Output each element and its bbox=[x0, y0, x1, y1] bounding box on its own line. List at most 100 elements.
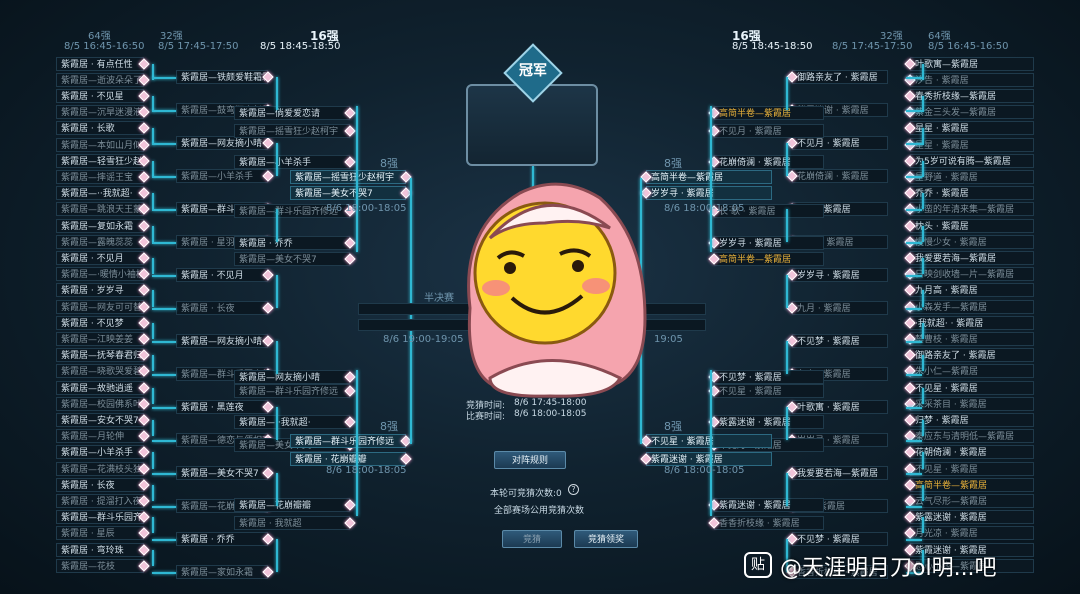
left-r64-slot[interactable]: 紫霞居 · 提溜打入夜 bbox=[56, 494, 144, 508]
left-r8-slot[interactable]: 紫霞居—群斗乐园齐修远 bbox=[290, 434, 406, 448]
right-r16-slot[interactable]: 岁岁寻 · 紫霞居 bbox=[714, 236, 824, 250]
right-r64-slot[interactable]: 不见星 · 紫霞居 bbox=[910, 462, 1034, 476]
left-r64-slot[interactable]: 紫霞居—本如山月似的 bbox=[56, 138, 144, 152]
right-r64-slot[interactable]: 慢慢少女 · 紫霞居 bbox=[910, 235, 1034, 249]
right-r16-slot[interactable]: 紫露迷谢 · 紫霞居 bbox=[714, 415, 824, 429]
left-r8-slot[interactable]: 紫霞居—摇雪狂少赵柯宇 bbox=[290, 170, 406, 184]
left-r64-slot[interactable]: 紫霞居 · 弯玲珠 bbox=[56, 543, 144, 557]
right-r64-slot[interactable]: 星星 · 紫霞居 bbox=[910, 138, 1034, 152]
left-r16-slot[interactable]: 紫霞居—··我就超· bbox=[234, 415, 350, 429]
right-r16-slot[interactable]: 高简半卷—紫霞居 bbox=[714, 252, 824, 266]
right-r64-slot[interactable]: 慰心小缘—紫霞居 bbox=[910, 559, 1034, 573]
right-r16-slot[interactable]: 紫霞迷谢 · 紫霞居 bbox=[714, 498, 824, 512]
right-r64-slot[interactable]: 月光凉 · 紫霞居 bbox=[910, 526, 1034, 540]
left-r32-slot[interactable]: 紫霞居—小羊杀手 bbox=[176, 169, 268, 183]
right-r64-slot[interactable]: 御路亲友了 · 紫霞居 bbox=[910, 348, 1034, 362]
right-r32-slot[interactable]: 我爱要若海—紫霞居 bbox=[792, 466, 888, 480]
left-r64-slot[interactable]: 紫霞居—露魄蕊蕊 bbox=[56, 235, 144, 249]
right-r64-slot[interactable]: ·我就超· · 紫霞居 bbox=[910, 316, 1034, 330]
left-r64-slot[interactable]: 紫霞居—抚琴春君归 bbox=[56, 348, 144, 362]
left-r64-slot[interactable]: 紫霞居—校园佛系叶雅荟 bbox=[56, 397, 144, 411]
right-r64-slot[interactable]: 我爱要若海—紫霞居 bbox=[910, 251, 1034, 265]
left-r64-slot[interactable]: 紫霞居—江映姜姜 bbox=[56, 332, 144, 346]
left-r64-slot[interactable]: 紫霞居—··我就超· bbox=[56, 186, 144, 200]
right-r64-slot[interactable]: 为5岁可说有腾—紫霞居 bbox=[910, 154, 1034, 168]
left-r16-slot[interactable]: 紫霞居—小羊杀手 bbox=[234, 155, 350, 169]
right-r64-slot[interactable]: 乔乔 · 紫霞居 bbox=[910, 186, 1034, 200]
right-r64-slot[interactable]: 采采茶目 · 紫霞居 bbox=[910, 397, 1034, 411]
right-r64-slot[interactable]: 紫金三头发—紫霞居 bbox=[910, 105, 1034, 119]
left-r32-slot[interactable]: 紫霞居—网友摘小晴 bbox=[176, 334, 268, 348]
right-r32-slot[interactable]: 御路亲友了 · 紫霞居 bbox=[792, 70, 888, 84]
right-r64-slot[interactable]: 春秀折枝缘—紫霞居 bbox=[910, 89, 1034, 103]
right-r16-slot[interactable]: 香香折枝缘 · 紫霞居 bbox=[714, 516, 824, 530]
left-r64-slot[interactable]: 紫霞居—跳浪天王蒙晴吧 bbox=[56, 202, 144, 216]
right-r64-slot[interactable]: 枕头 · 紫霞居 bbox=[910, 219, 1034, 233]
left-r8-slot[interactable]: 紫霞居 · 花崩瓣瓣 bbox=[290, 452, 406, 466]
left-r32-slot[interactable]: 紫霞居—铁颇爱鞋霜霜霜 bbox=[176, 70, 268, 84]
right-r32-slot[interactable]: 不见月 · 紫霞居 bbox=[792, 136, 888, 150]
left-r32-slot[interactable]: 紫霞居 · 不见月 bbox=[176, 268, 268, 282]
left-r16-slot[interactable]: 紫霞居 · 乔乔 bbox=[234, 236, 350, 250]
right-r16-slot[interactable]: 不见梦 · 紫霞居 bbox=[714, 370, 824, 384]
right-r64-slot[interactable]: 日映剑收墙—片—紫霞居 bbox=[910, 267, 1034, 281]
left-r64-slot[interactable]: 紫霞居 · 长夜 bbox=[56, 478, 144, 492]
left-r64-slot[interactable]: 紫霞居 · 岁岁寻 bbox=[56, 283, 144, 297]
left-r64-slot[interactable]: 紫霞居—安女不哭7 bbox=[56, 413, 144, 427]
left-r32-slot[interactable]: 紫霞居—网友摘小晴 bbox=[176, 136, 268, 150]
left-r64-slot[interactable]: 紫霞居—花满枝头独春色 bbox=[56, 462, 144, 476]
right-r32-slot[interactable]: 九月 · 紫霞居 bbox=[792, 301, 888, 315]
left-r32-slot[interactable]: 紫霞居—家如永霜 bbox=[176, 565, 268, 579]
left-r64-slot[interactable]: 紫霞居—晓歌哭爱碧婷 bbox=[56, 364, 144, 378]
claim-reward-button[interactable]: 竞猜领奖 bbox=[574, 530, 638, 548]
left-r64-slot[interactable]: 紫霞居—·暖情小袖枝子 bbox=[56, 267, 144, 281]
left-r64-slot[interactable]: 紫霞居—花枝 bbox=[56, 559, 144, 573]
left-r32-slot[interactable]: 紫霞居 · 乔乔 bbox=[176, 532, 268, 546]
right-r64-slot[interactable]: 不见星 · 紫霞居 bbox=[910, 381, 1034, 395]
right-r8-slot[interactable]: 不见星 · 紫霞居 bbox=[646, 434, 772, 448]
right-r64-slot[interactable]: 汐告 · 紫霞居 bbox=[910, 73, 1034, 87]
right-r64-slot[interactable]: 紫露迷谢 · 紫霞居 bbox=[910, 510, 1034, 524]
right-r32-slot[interactable]: 岁岁寻 · 紫霞居 bbox=[792, 268, 888, 282]
help-icon[interactable]: ? bbox=[568, 484, 579, 495]
left-r64-slot[interactable]: 紫霞居—轻雪狂少赵柯宇 bbox=[56, 154, 144, 168]
right-r8-slot[interactable]: 紫霞迷谢 · 紫霞居 bbox=[646, 452, 772, 466]
right-r16-slot[interactable]: 不见月 · 紫霞居 bbox=[714, 124, 824, 138]
left-r64-slot[interactable]: 紫霞居—摔谣王宝 bbox=[56, 170, 144, 184]
left-r64-slot[interactable]: 紫霞居—小羊杀手 bbox=[56, 445, 144, 459]
left-r16-slot[interactable]: 紫霞居—倘爱爱恋请 bbox=[234, 106, 350, 120]
guess-button[interactable]: 竞猜 bbox=[502, 530, 562, 548]
right-r64-slot[interactable]: 归梦 · 紫霞居 bbox=[910, 413, 1034, 427]
left-r16-slot[interactable]: 紫霞居—群斗乐园齐修远 bbox=[234, 384, 350, 398]
left-r64-slot[interactable]: 紫霞居—故驰逍遥 bbox=[56, 381, 144, 395]
left-r16-slot[interactable]: 紫霞居—花崩瓣瓣 bbox=[234, 498, 350, 512]
right-r8-slot[interactable]: 岁岁寻 · 紫霞居 bbox=[646, 186, 772, 200]
left-r32-slot[interactable]: 紫霞居—美女不哭7 bbox=[176, 466, 268, 480]
left-r8-slot[interactable]: 紫霞居—美女不哭7 bbox=[290, 186, 406, 200]
right-r64-slot[interactable]: 花朝倚澜 · 紫霞居 bbox=[910, 445, 1034, 459]
right-r32-slot[interactable]: 不见梦 · 紫霞居 bbox=[792, 532, 888, 546]
right-r8-slot[interactable]: 高简半卷—紫霞居 bbox=[646, 170, 772, 184]
left-r16-slot[interactable]: 紫霞居—摇雪狂少赵柯宇 bbox=[234, 124, 350, 138]
right-r64-slot[interactable]: 小森发手—紫霞居 bbox=[910, 300, 1034, 314]
left-r64-slot[interactable]: 紫霞居 · 不见月 bbox=[56, 251, 144, 265]
right-r64-slot[interactable]: 星野道 · 紫霞居 bbox=[910, 170, 1034, 184]
right-r64-slot[interactable]: 小蛮的年清来集—紫霞居 bbox=[910, 202, 1034, 216]
left-r64-slot[interactable]: 紫霞居—网友可可替 bbox=[56, 300, 144, 314]
right-r64-slot[interactable]: 朱小仁—紫霞居 bbox=[910, 364, 1034, 378]
right-r32-slot[interactable]: 花崩倚澜 · 紫霞居 bbox=[792, 169, 888, 183]
right-r64-slot[interactable]: 禁曹枝 · 紫霞居 bbox=[910, 332, 1034, 346]
left-r64-slot[interactable]: 紫霞居 · 不见梦 bbox=[56, 316, 144, 330]
right-r16-slot[interactable]: 高简半卷—紫霞居 bbox=[714, 106, 824, 120]
right-r32-slot[interactable]: 不见梦 · 紫霞居 bbox=[792, 334, 888, 348]
left-r64-slot[interactable]: 紫霞居—逝波朵朵了呀 bbox=[56, 73, 144, 87]
left-r64-slot[interactable]: 紫霞居 · 有点任性 bbox=[56, 57, 144, 71]
right-r64-slot[interactable]: 星星 · 紫霞居 bbox=[910, 121, 1034, 135]
right-r64-slot[interactable]: 秦应东与清明低—紫霞居 bbox=[910, 429, 1034, 443]
left-r64-slot[interactable]: 紫霞居—月轮伸 bbox=[56, 429, 144, 443]
left-r32-slot[interactable]: 紫霞居 · 黑莲夜 bbox=[176, 400, 268, 414]
right-r64-slot[interactable]: 云气尽形—紫霞居 bbox=[910, 494, 1034, 508]
left-r32-slot[interactable]: 紫霞居 · 长夜 bbox=[176, 301, 268, 315]
left-r16-slot[interactable]: 紫霞居 · 我就超 bbox=[234, 516, 350, 530]
left-r16-slot[interactable]: 紫霞居—网友摘小晴 bbox=[234, 370, 350, 384]
